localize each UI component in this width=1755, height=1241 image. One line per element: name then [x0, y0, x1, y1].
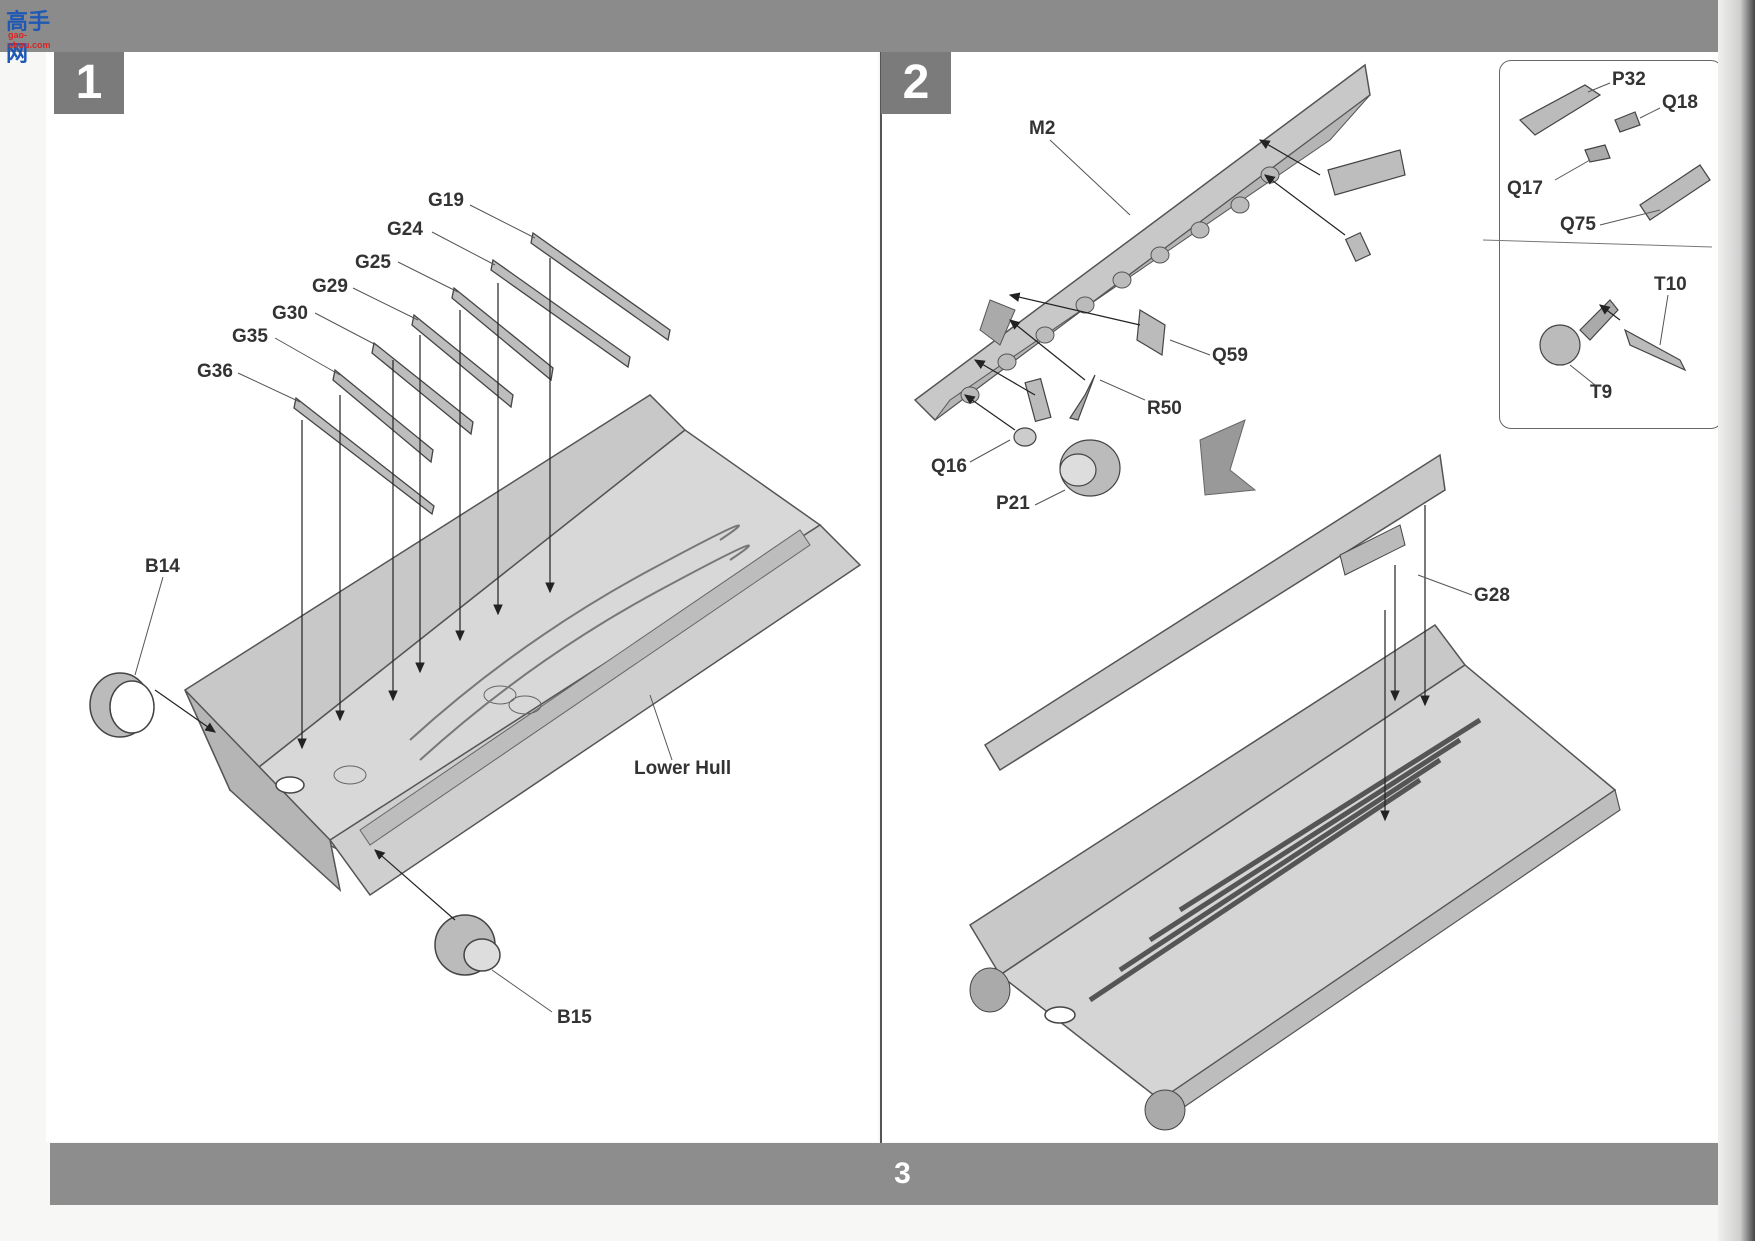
- sprocket-b15-part: [374, 849, 501, 976]
- label-g24: G24: [387, 219, 423, 240]
- step-2-insertion-arrows: [964, 139, 1346, 431]
- site-logo: 高手网 gao-shou.com: [6, 6, 68, 66]
- assembled-lower-hull: [968, 453, 1621, 1131]
- bar-insertion-arrows: [297, 258, 555, 750]
- logo-subtext: gao-shou.com: [8, 30, 51, 50]
- label-g30: G30: [272, 303, 308, 324]
- label-q16: Q16: [931, 456, 967, 477]
- label-b14: B14: [145, 556, 180, 577]
- page-number: 3: [894, 1157, 911, 1190]
- panel-divider: [880, 52, 882, 1144]
- label-q18: Q18: [1662, 92, 1698, 113]
- step-1-leader-lines: [134, 204, 673, 1013]
- label-q17: Q17: [1507, 178, 1543, 199]
- step-2-small-parts: [1013, 149, 1406, 497]
- label-g28: G28: [1474, 585, 1510, 606]
- lower-hull-part: [184, 394, 862, 897]
- side-hull-m2-part: [913, 63, 1371, 421]
- label-r50: R50: [1147, 398, 1182, 419]
- step-down-arrow: [1199, 419, 1257, 496]
- label-g36: G36: [197, 361, 233, 382]
- label-p32: P32: [1612, 69, 1646, 90]
- label-b15: B15: [557, 1007, 592, 1028]
- top-header-band: [0, 0, 1755, 52]
- sprocket-b14-part: [89, 672, 216, 738]
- inset-parts: [1519, 84, 1711, 372]
- label-q75: Q75: [1560, 214, 1596, 235]
- label-p21: P21: [996, 493, 1030, 514]
- label-g35: G35: [232, 326, 268, 347]
- step-2-leader-lines: [969, 82, 1669, 596]
- label-t9: T9: [1590, 382, 1613, 403]
- label-g29: G29: [312, 276, 348, 297]
- step-2-badge: 2: [881, 52, 951, 114]
- label-t10: T10: [1654, 274, 1687, 295]
- binding-spine-shadow: [1718, 0, 1755, 1241]
- label-g25: G25: [355, 252, 391, 273]
- logo-text: 高手网: [6, 9, 51, 66]
- torsion-bar-parts: [293, 231, 671, 516]
- label-lower-hull: Lower Hull: [634, 758, 732, 779]
- label-q59: Q59: [1212, 345, 1248, 366]
- inset-divider: [1482, 239, 1713, 248]
- step-1-badge: 1: [54, 52, 124, 114]
- label-g19: G19: [428, 190, 464, 211]
- label-m2: M2: [1029, 118, 1056, 139]
- bottom-footer-band: 3: [50, 1143, 1755, 1205]
